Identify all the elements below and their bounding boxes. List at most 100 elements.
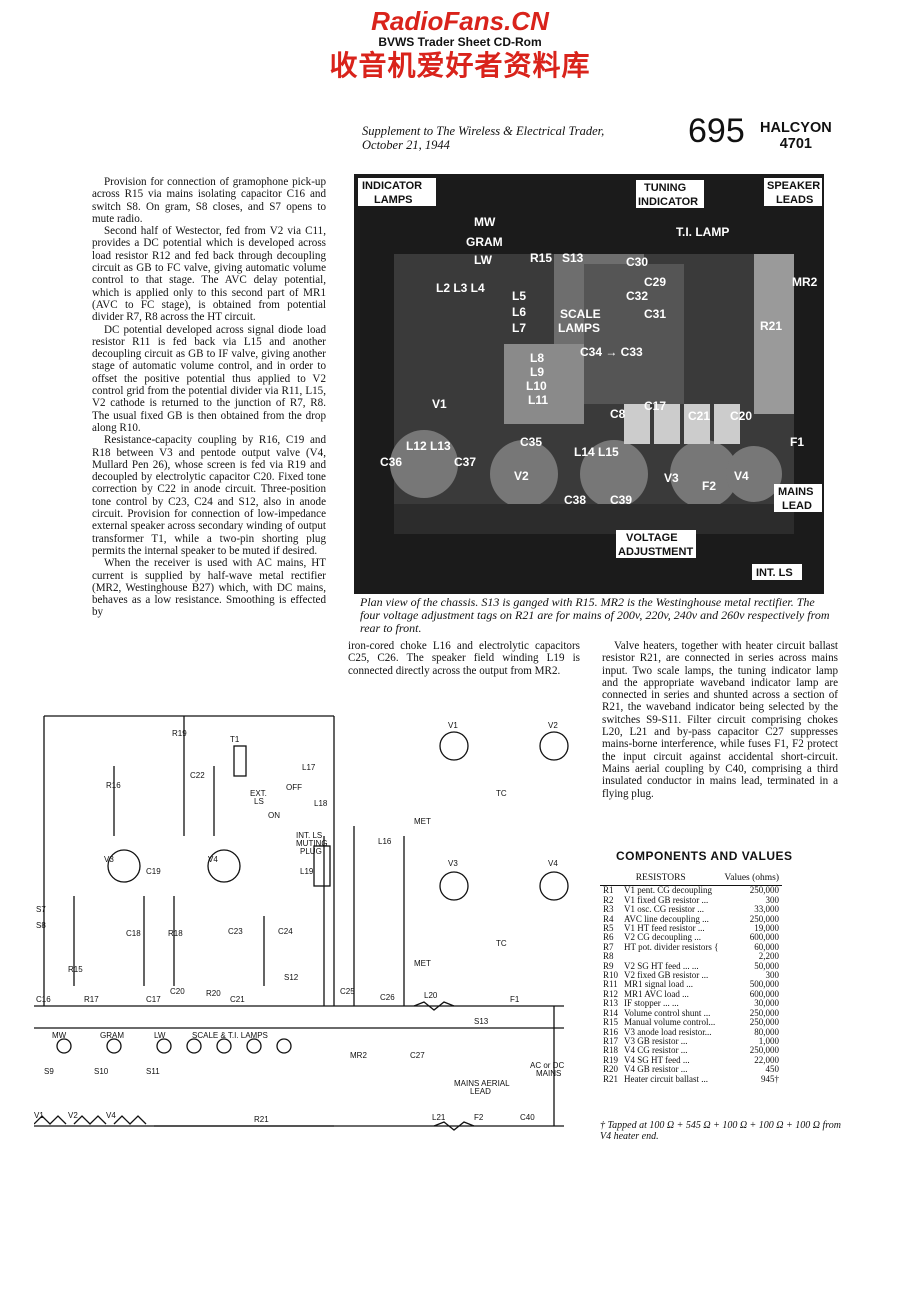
valve-base-label: TC xyxy=(496,789,507,798)
schematic-svg: R19 T1 L17 C22 R16 EXT. LS OFF ON L18 IN… xyxy=(33,715,569,1131)
valve-label: V4 xyxy=(548,859,558,868)
brand-name: HALCYON xyxy=(760,120,832,136)
resistor-value: 450 xyxy=(765,1064,780,1075)
component-label: L16 xyxy=(378,837,392,846)
photo-label: T.I. LAMP xyxy=(676,225,729,239)
photo-label: C30 xyxy=(626,255,648,269)
photo-label: C35 xyxy=(520,435,542,449)
photo-label: C34 → C33 xyxy=(580,345,643,359)
component-label: PLUG xyxy=(300,847,322,856)
component-label: L21 xyxy=(432,1113,446,1122)
resistor-ref: R13 xyxy=(603,998,619,1009)
photo-label: LW xyxy=(474,253,493,267)
component-label: S10 xyxy=(94,1067,109,1076)
resistor-value: 50,000 xyxy=(754,960,780,971)
component-label: V3 xyxy=(104,855,114,864)
chassis-photo: INDICATOR LAMPS TUNING INDICATOR SPEAKER… xyxy=(354,174,824,594)
resistor-ref: R16 xyxy=(603,1026,619,1037)
resistor-ref: R3 xyxy=(603,904,614,915)
paragraph: DC potential developed across signal dio… xyxy=(92,323,326,434)
photo-label: C32 xyxy=(626,289,648,303)
photo-label: V2 xyxy=(514,469,529,483)
resistor-ref: R11 xyxy=(603,979,618,990)
resistor-value: 60,000 xyxy=(754,941,780,952)
component-label: L19 xyxy=(300,867,314,876)
resistor-description: Manual volume control... xyxy=(624,1017,716,1028)
component-label: V2 xyxy=(68,1111,78,1120)
resistor-value: 250,000 xyxy=(749,1007,780,1018)
photo-label: ADJUSTMENT xyxy=(618,546,693,558)
resistor-description: V3 anode load resistor... xyxy=(624,1026,712,1037)
site-subtitle: BVWS Trader Sheet CD-Rom xyxy=(378,35,542,49)
model-number: 4701 xyxy=(779,136,812,152)
column-header: RESISTORS xyxy=(600,872,722,887)
photo-label: L14 L15 xyxy=(574,445,619,459)
component-label: S13 xyxy=(474,1017,489,1026)
resistor-description: V1 fixed GB resistor ... xyxy=(624,894,709,905)
component-label: C21 xyxy=(230,995,245,1004)
resistor-description: V1 HT feed resistor ... xyxy=(624,923,705,934)
middle-text-column: iron-cored choke L16 and electrolytic ca… xyxy=(348,640,580,677)
resistor-ref: R1 xyxy=(603,885,614,896)
photo-label: L11 xyxy=(528,393,548,407)
resistor-description: MR1 signal load ... xyxy=(624,979,694,990)
component-label: C25 xyxy=(340,987,355,996)
resistor-value: 33,000 xyxy=(754,904,780,915)
component-label: R21 xyxy=(254,1115,269,1124)
photo-label: C39 xyxy=(610,493,632,507)
resistor-value: 600,000 xyxy=(749,988,780,999)
photo-label: MAINS xyxy=(778,486,813,498)
component-label: SCALE & T.I. LAMPS xyxy=(192,1031,268,1040)
column-header: Values (ohms) xyxy=(721,872,783,887)
resistor-value: 19,000 xyxy=(754,923,780,934)
photo-label: S13 xyxy=(562,251,584,265)
resistor-ref: R2 xyxy=(603,894,614,905)
photo-label: R21 xyxy=(760,319,782,333)
valve-base-label: MET xyxy=(414,959,431,968)
component-label: C17 xyxy=(146,995,161,1004)
table-footnote: † Tapped at 100 Ω + 545 Ω + 100 Ω + 100 … xyxy=(600,1120,842,1142)
component-label: S11 xyxy=(146,1067,160,1076)
photo-label: R15 xyxy=(530,251,552,265)
resistor-ref: R6 xyxy=(603,932,614,943)
resistor-description: V2 SG HT feed ... ... xyxy=(624,960,699,971)
supplement-line: Supplement to The Wireless & Electrical … xyxy=(362,124,605,152)
photo-label: LAMPS xyxy=(374,194,413,206)
component-label: MAINS xyxy=(536,1069,561,1078)
photo-label: VOLTAGE xyxy=(626,532,678,544)
component-label: C40 xyxy=(520,1113,535,1122)
photo-label: LEAD xyxy=(782,500,812,512)
component-label: V4 xyxy=(106,1111,116,1120)
resistor-description: V1 osc. CG resistor ... xyxy=(624,904,705,915)
table-header-row: RESISTORS Values (ohms) xyxy=(600,872,783,887)
photo-label: LEADS xyxy=(776,194,813,206)
valve-label: V1 xyxy=(448,721,458,730)
resistor-value: 250,000 xyxy=(749,885,780,896)
component-label: R18 xyxy=(168,929,183,938)
component-label: S12 xyxy=(284,973,299,982)
component-label: OFF xyxy=(286,783,302,792)
resistor-description: V4 CG resistor ... xyxy=(624,1045,688,1056)
component-label: R15 xyxy=(68,965,83,974)
component-label: MAINS AERIAL xyxy=(454,1079,510,1088)
resistor-ref: R15 xyxy=(603,1017,619,1028)
photo-label: C21 xyxy=(688,409,710,423)
photo-label: F2 xyxy=(702,479,716,493)
photo-label: L10 xyxy=(526,379,547,393)
component-label: C24 xyxy=(278,927,293,936)
photo-label: C29 xyxy=(644,275,666,289)
component-label: C23 xyxy=(228,927,243,936)
